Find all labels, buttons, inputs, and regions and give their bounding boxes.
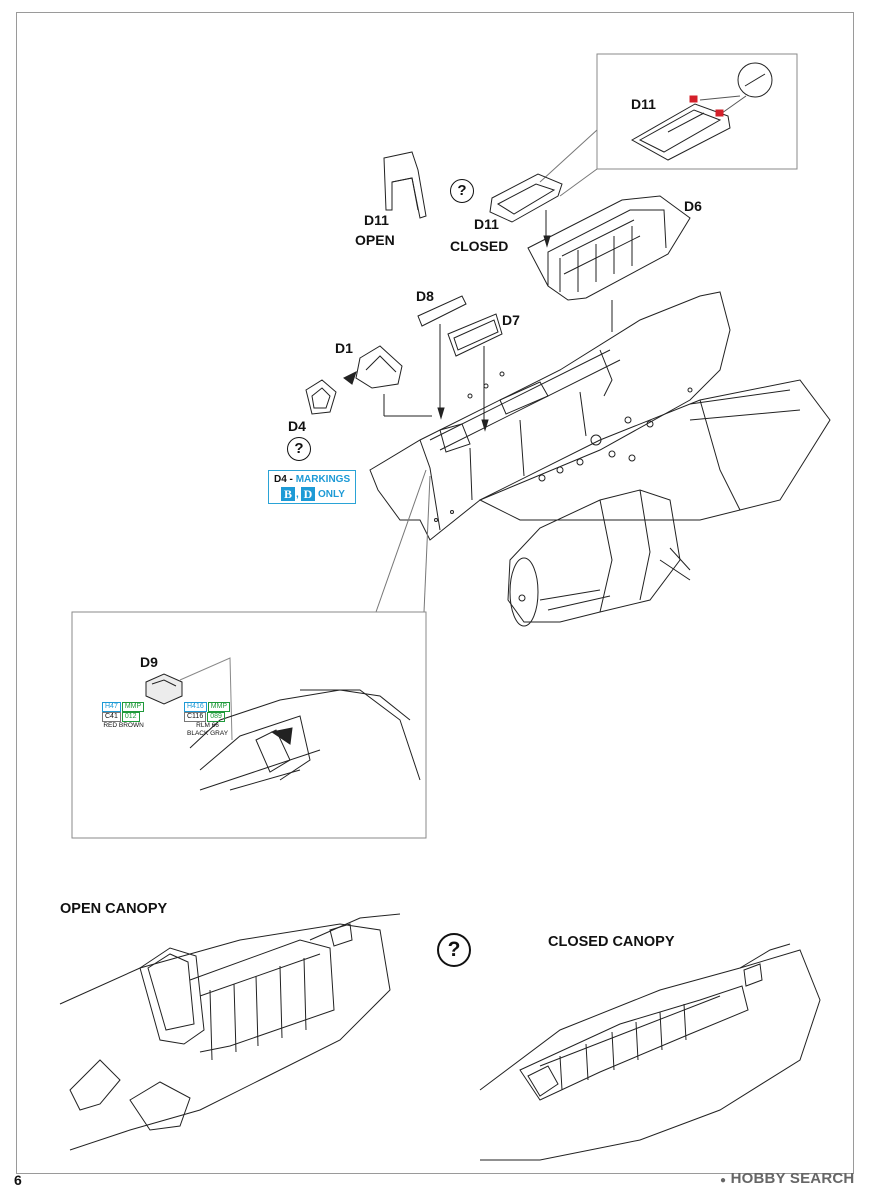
label-d4: D4 [288,418,306,434]
label-d1: D1 [335,340,353,356]
detail-inset-top [596,53,798,170]
detail-inset-cockpit [71,611,427,839]
section-open-canopy: OPEN CANOPY [60,901,168,917]
label-d11-open-state: OPEN [355,232,395,248]
detail-magnifier [737,62,773,98]
marking-b-badge: B [281,487,295,501]
red-marker-1 [689,95,698,103]
paint-code-c41: C41 [102,712,121,722]
paint-code-h47: H47 [102,702,121,712]
paint-code-h416: H416 [184,702,207,712]
closed-canopy-illustration [479,943,821,1161]
label-d7: D7 [502,312,520,328]
optional-question-icon-top: ? [450,179,474,203]
optional-question-icon-d4: ? [287,437,311,461]
paint-code-mmp-012: 012 [121,712,140,722]
page-frame [16,12,854,1174]
label-d6: D6 [684,198,702,214]
d11-canopy-inset [630,103,731,161]
label-d11-inset: D11 [631,96,656,112]
paint-code-c116: C116 [184,712,207,722]
marking-separator: , [296,489,299,500]
d6-canopy-frame [527,195,691,301]
paint-code-mmp-label: MMP [121,702,145,712]
d11-closed-part [489,173,563,223]
section-closed-canopy: CLOSED CANOPY [548,934,675,950]
red-marker-2 [715,109,724,117]
open-canopy-illustration [59,913,401,1151]
label-d11-open-part: D11 [364,212,389,228]
paint-name-black-gray: BLACK GRAY [187,730,229,737]
label-d9: D9 [140,654,158,670]
d9-part [145,673,183,705]
paint-code-mmp-label-2: MMP [207,702,231,712]
d7-part [447,313,503,357]
watermark: ● HOBBY SEARCH [720,1170,854,1187]
label-d11-closed-part: D11 [474,216,499,232]
markings-word: MARKINGS [295,474,351,485]
label-d8: D8 [416,288,434,304]
paint-name-red-brown: RED BROWN [103,722,144,729]
page-number: 6 [14,1172,22,1188]
label-d11-closed-state: CLOSED [450,238,509,254]
markings-only: ONLY [318,489,345,500]
engine-nacelle [507,489,681,623]
marking-d-badge: D [301,487,315,501]
d1-part [355,345,403,389]
d8-part [417,295,467,327]
wing [478,379,831,521]
watermark-logo-icon: ● [720,1175,727,1186]
paint-name-rlm66: RLM 66 [196,722,219,729]
optional-question-icon-canopy: ? [437,933,471,967]
d4-part [305,379,337,415]
d11-open-part [383,151,427,219]
markings-note: D4 - MARKINGS B , D ONLY [268,470,356,504]
fuselage [369,291,731,541]
markings-prefix: D4 - [274,474,293,485]
watermark-text: HOBBY SEARCH [730,1170,855,1187]
paint-code-mmp-089: 089 [207,712,225,722]
